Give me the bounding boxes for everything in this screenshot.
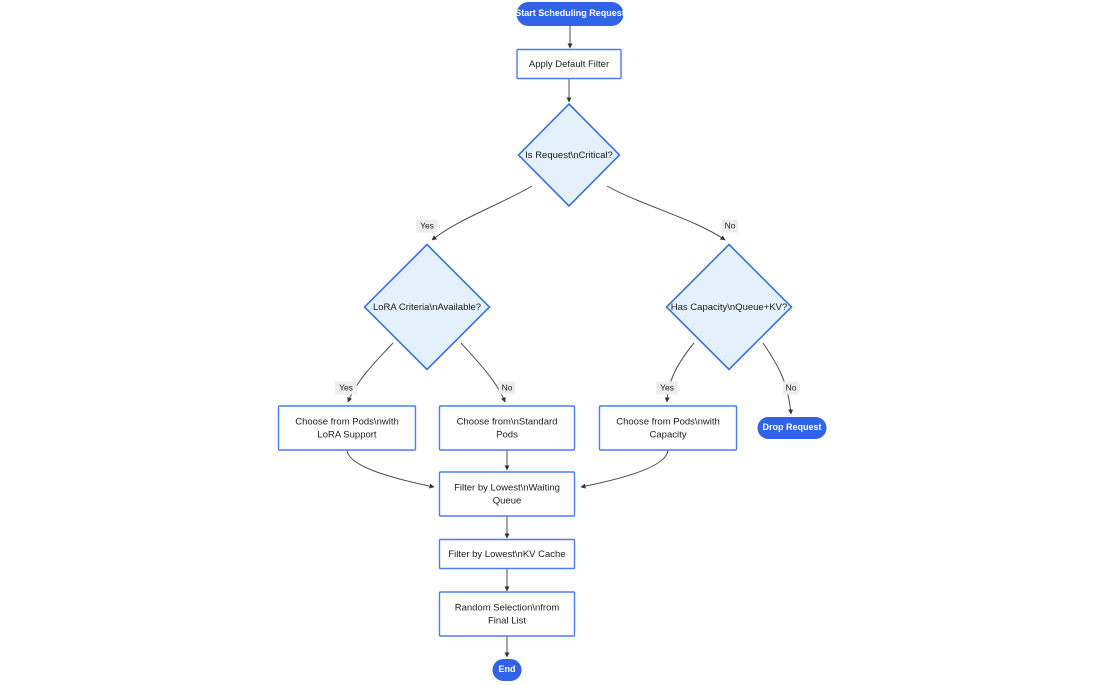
node-shape-diamond [363, 243, 491, 371]
node-apply_default_filter[interactable]: Apply Default Filter [516, 48, 622, 80]
edge-label-text: Yes [339, 382, 353, 392]
edge-label-text: No [502, 382, 513, 392]
node-shape-stadium [757, 417, 827, 439]
node-label: Has Capacity\nQueue+KV? [671, 302, 787, 313]
edge-label-background [498, 381, 516, 395]
node-filter_lowest_kv_cache[interactable]: Filter by Lowest\nKV Cache [438, 538, 576, 570]
edge-label-text: Yes [420, 220, 434, 230]
node-shape-stadium [516, 2, 624, 26]
node-shape-diamond [517, 102, 621, 208]
edge-label-e8: No [782, 381, 800, 395]
edge-label-background [721, 219, 739, 233]
node-label: LoRA Criteria\nAvailable? [373, 302, 481, 313]
node-label: Filter by Lowest\nKV Cache [448, 549, 565, 560]
edge-label-text: No [786, 382, 797, 392]
node-label: Apply Default Filter [529, 59, 609, 70]
node-shape-rect [598, 405, 738, 451]
node-shape-rect [438, 538, 576, 570]
edges-layer [346, 26, 794, 658]
node-is_request_critical[interactable]: Is Request\nCritical? [517, 102, 621, 208]
edge-label-e4: No [721, 219, 739, 233]
edge-label-e7: Yes [656, 381, 678, 395]
node-end[interactable]: End [492, 659, 522, 681]
node-label: Is Request\nCritical? [525, 150, 613, 161]
node-start[interactable]: Start Scheduling Request [515, 2, 625, 26]
node-shape-stadium [492, 659, 522, 681]
flow-edge [580, 449, 669, 489]
node-shape-rect [438, 591, 576, 637]
node-drop_request[interactable]: Drop Request [757, 417, 827, 439]
edge-label-background [782, 381, 800, 395]
node-shape-diamond [665, 243, 793, 371]
node-shape-rect [438, 405, 576, 451]
node-label: Drop Request [762, 422, 821, 432]
edge-label-e3: Yes [416, 219, 438, 233]
flow-edge [431, 185, 533, 241]
node-shape-rect [277, 405, 417, 451]
node-label: End [499, 664, 516, 674]
flow-edge [460, 342, 506, 403]
node-lora_criteria_available[interactable]: LoRA Criteria\nAvailable? [363, 243, 491, 371]
edge-label-background [656, 381, 678, 395]
node-label: Start Scheduling Request [515, 8, 625, 18]
edge-label-background [335, 381, 357, 395]
edge-label-text: No [725, 220, 736, 230]
node-shape-rect [438, 471, 576, 517]
flow-edge [664, 342, 695, 403]
flow-edge [606, 185, 726, 241]
edge-label-e6: No [498, 381, 516, 395]
flow-edge [346, 449, 435, 489]
edge-label-text: Yes [660, 382, 674, 392]
edge-label-e5: Yes [335, 381, 357, 395]
node-shape-rect [516, 48, 622, 80]
node-has_capacity_queue_kv[interactable]: Has Capacity\nQueue+KV? [665, 243, 793, 371]
flow-edge [347, 342, 394, 403]
edge-label-background [416, 219, 438, 233]
flow-edge [762, 342, 794, 415]
